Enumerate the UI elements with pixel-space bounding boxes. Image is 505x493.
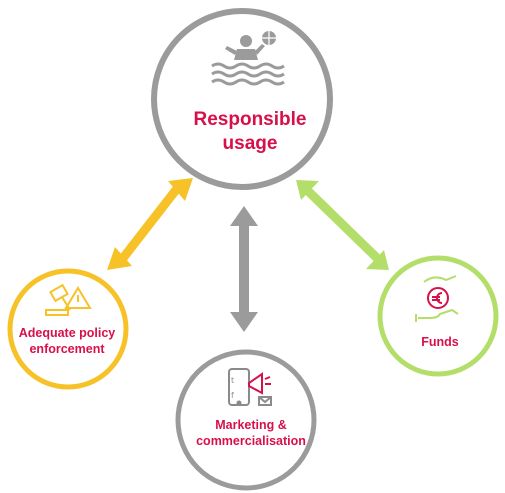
marketing-node-label: Marketing & commercialisation: [196, 418, 306, 448]
social-media-megaphone-icon: t f: [228, 368, 272, 406]
arrow-center-funds: [296, 180, 389, 270]
svg-text:f: f: [231, 391, 234, 400]
swimmer-with-ball-icon: [211, 31, 285, 86]
center-node-label: Responsible usage: [193, 109, 307, 154]
policy-node-ring: [7, 268, 129, 390]
marketing-node-ring: [175, 349, 317, 491]
gavel-warning-icon: [45, 283, 92, 316]
svg-text:t: t: [231, 376, 234, 385]
funds-node-label: Funds: [421, 335, 459, 349]
policy-node-label: Adequate policy enforcement: [18, 326, 116, 356]
arrow-center-marketing: [230, 206, 258, 332]
center-node-ring: [151, 8, 333, 190]
hand-euro-coin-icon: [415, 275, 459, 322]
arrow-center-policy: [107, 178, 193, 270]
